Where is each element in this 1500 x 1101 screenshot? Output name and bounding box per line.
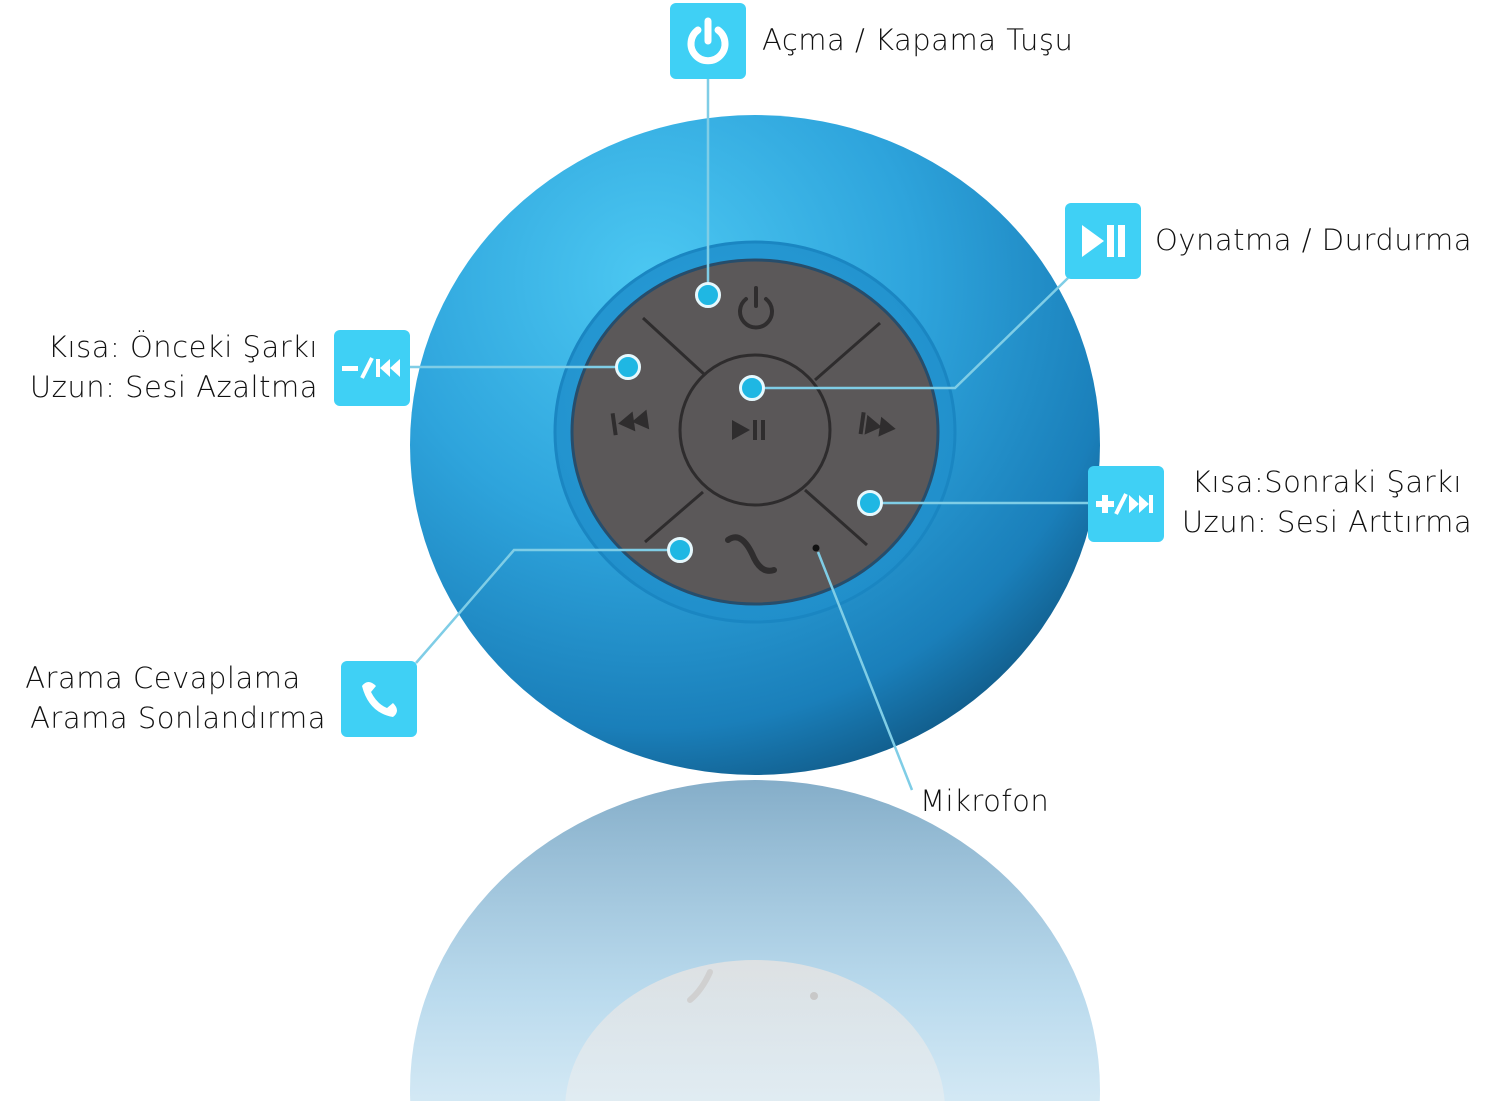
- plus-next-icon-box: [1088, 466, 1164, 542]
- play-pause-icon-box: [1065, 203, 1141, 279]
- power-label: Açma / Kapama Tuşu: [762, 23, 1074, 57]
- phone-icon: [362, 682, 397, 717]
- phone-icon-box: [341, 661, 417, 737]
- plus-next-icon: [1096, 493, 1153, 515]
- previous-button-hotspot[interactable]: [615, 354, 641, 380]
- microphone-label: Mikrofon: [920, 784, 1050, 818]
- previous-label: Kısa: Önceki Şarkı Uzun: Sesi Azaltma: [29, 330, 318, 404]
- next-button-hotspot[interactable]: [857, 490, 883, 516]
- minus-previous-icon: [342, 357, 400, 379]
- next-label: Kısa:Sonraki Şarkı Uzun: Sesi Arttırma: [1181, 465, 1473, 539]
- play-pause-button-hotspot[interactable]: [739, 375, 765, 401]
- power-icon-box: [670, 3, 746, 79]
- play-pause-icon: [1082, 225, 1125, 257]
- minus-previous-icon-box: [334, 330, 410, 406]
- speaker-reflection: [410, 780, 1100, 1101]
- embossed-glyphs: [738, 286, 774, 330]
- power-icon: [687, 17, 729, 65]
- call-label: Arama Cevaplama Arama Sonlandırma: [25, 661, 326, 735]
- power-button-hotspot[interactable]: [695, 282, 721, 308]
- play-pause-label: Oynatma / Durdurma: [1155, 223, 1473, 257]
- call-button-hotspot[interactable]: [667, 537, 693, 563]
- leader-lines: [410, 79, 1088, 791]
